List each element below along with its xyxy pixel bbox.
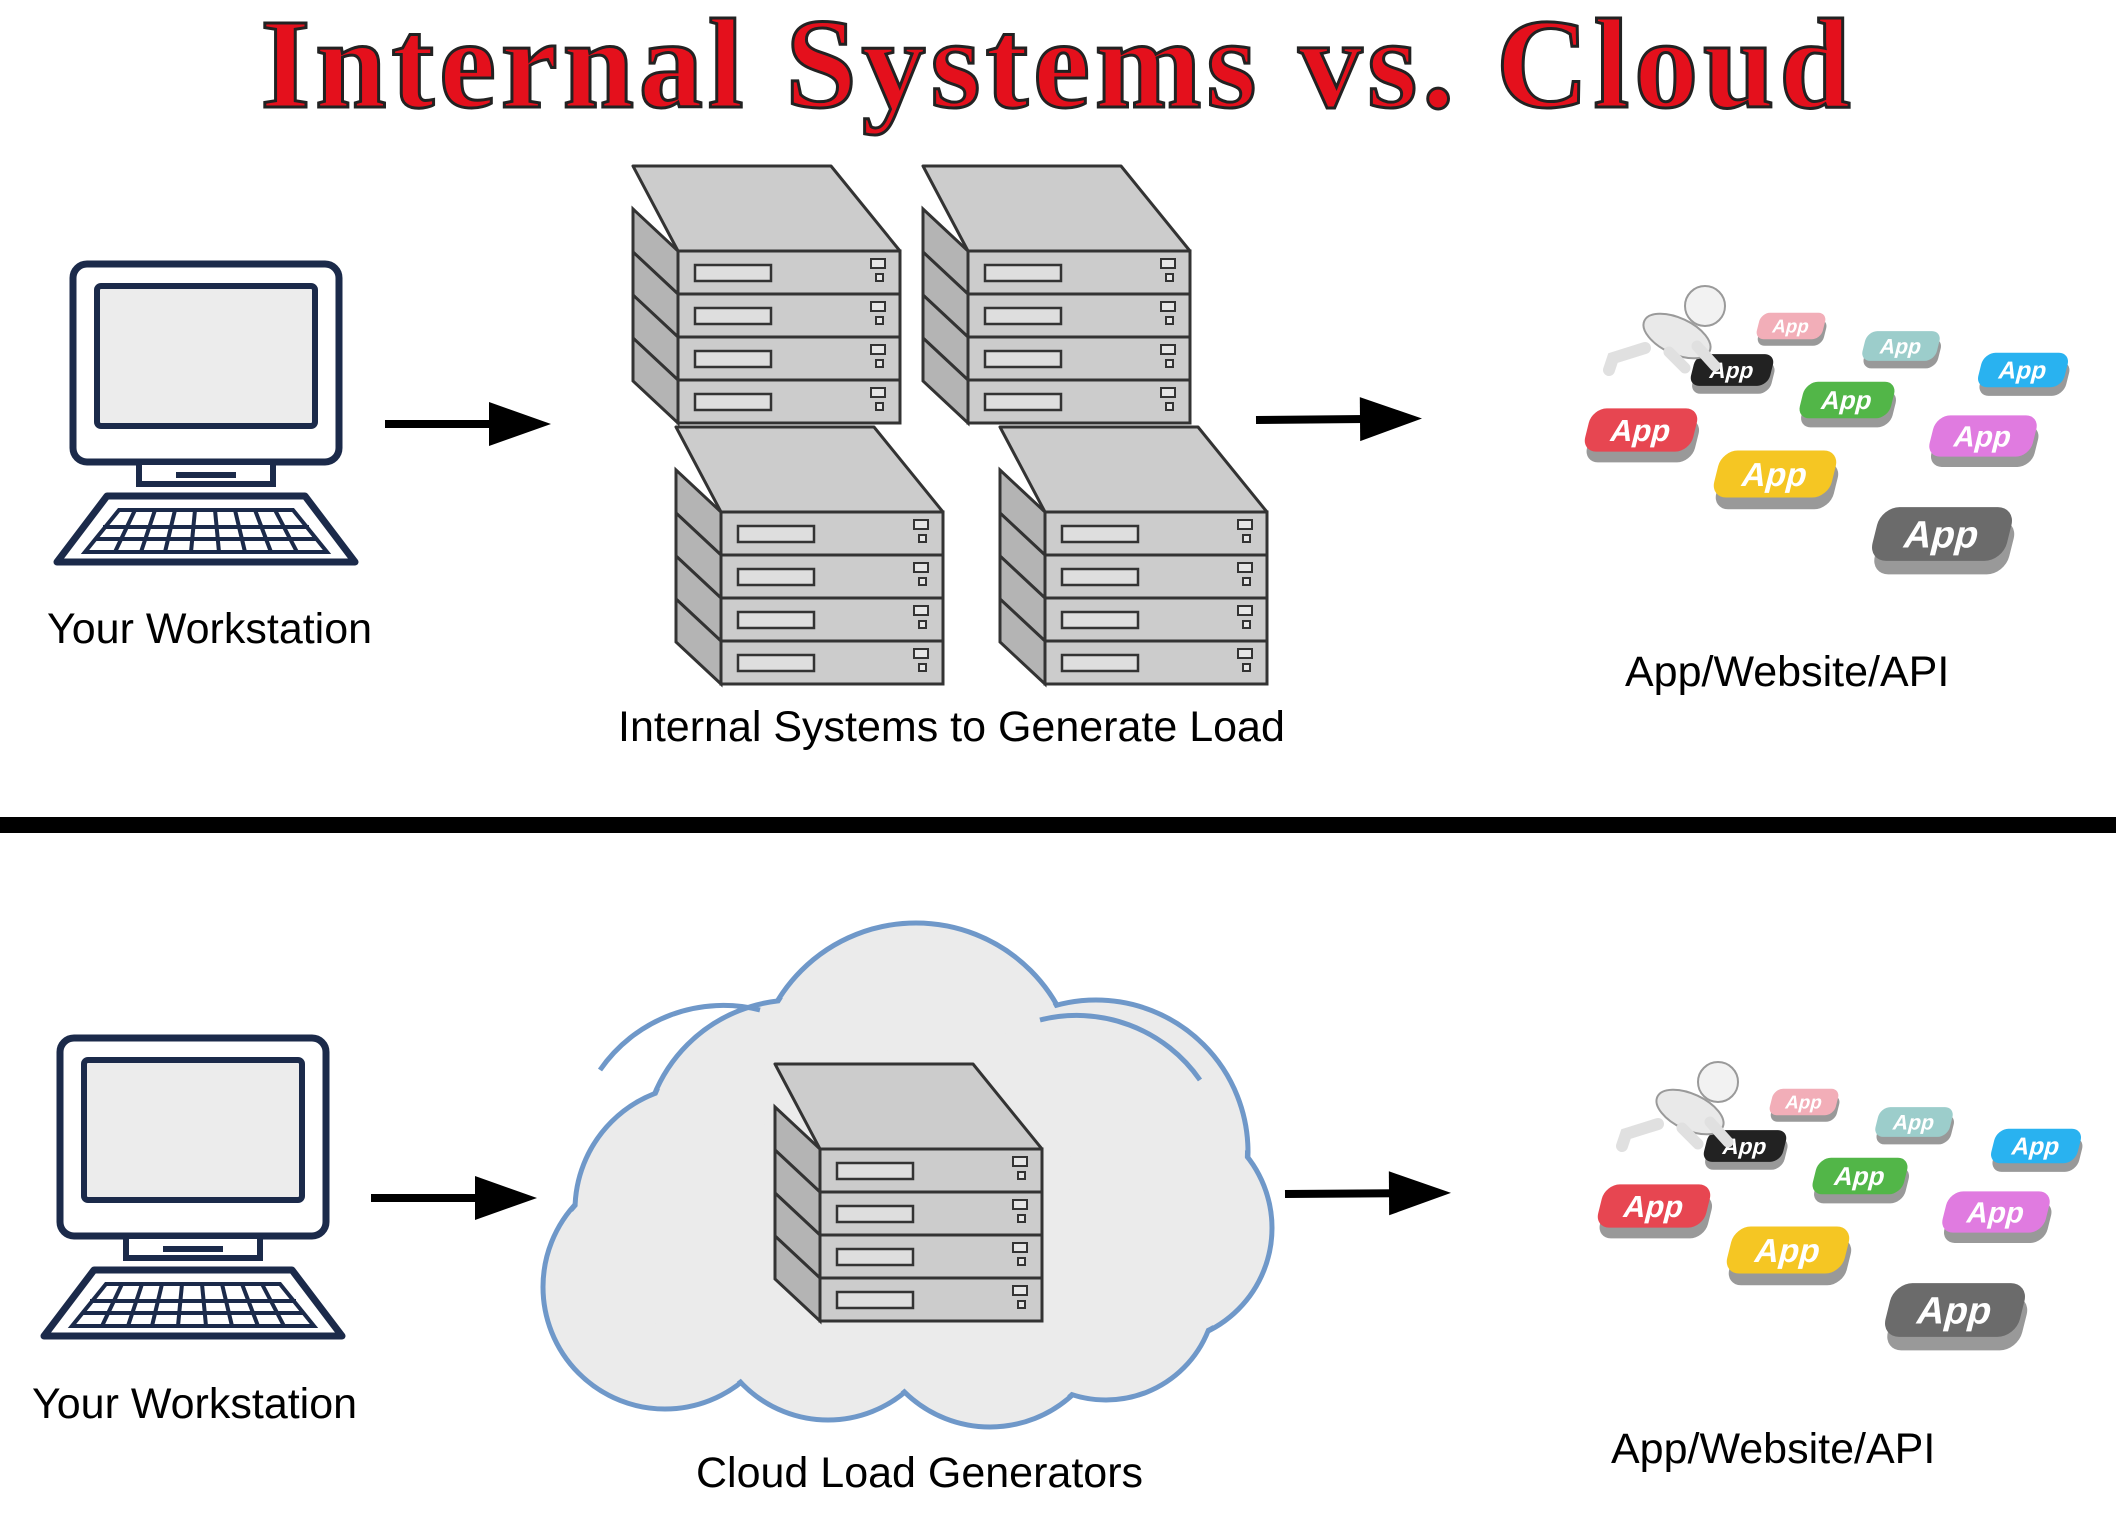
app-tile-label: App	[1783, 1093, 1824, 1114]
app-tile: App	[1699, 1130, 1792, 1170]
app-tile-label: App	[1912, 1290, 1997, 1332]
bottom-app-tiles-icon: App App App App App App App App App	[1591, 1061, 2088, 1351]
app-tile: App	[1807, 1157, 1914, 1204]
app-tile: App	[1871, 1107, 1959, 1145]
section-divider	[0, 817, 2116, 833]
top-server-stack-4	[1000, 427, 1267, 684]
diagram-title: Internal Systems vs. Cloud	[259, 0, 1856, 136]
app-tile: App	[1686, 354, 1779, 394]
app-tile-label: App	[1950, 421, 2015, 453]
app-tile: App	[1720, 1226, 1858, 1286]
app-tile-label: App	[1751, 1232, 1825, 1269]
bottom-servers-label: Cloud Load Generators	[696, 1449, 1144, 1497]
app-tile-label: App	[1770, 317, 1811, 338]
top-app-tiles-icon: App App App App App App App App App	[1578, 285, 2075, 575]
bottom-arrow-1	[371, 1176, 537, 1220]
app-tile-label: App	[1607, 413, 1675, 447]
app-tile: App	[1986, 1128, 2088, 1172]
cloud-server-stack	[775, 1064, 1042, 1321]
app-tile: App	[1794, 381, 1901, 428]
app-tile-label: App	[1738, 456, 1812, 493]
top-workstation-icon	[57, 264, 355, 562]
app-tile: App	[1766, 1088, 1844, 1122]
top-servers-label: Internal Systems to Generate Load	[618, 703, 1285, 751]
top-server-stack-1	[633, 166, 900, 423]
figure-icon	[1616, 1061, 1739, 1152]
app-tile-label: App	[1963, 1197, 2028, 1229]
app-tile: App	[1877, 1283, 2035, 1351]
top-target-label: App/Website/API	[1625, 648, 1950, 696]
app-tile: App	[1753, 312, 1831, 346]
bottom-target-label: App/Website/API	[1611, 1425, 1936, 1473]
app-tile: App	[1858, 331, 1946, 369]
bottom-workstation-icon	[44, 1038, 342, 1336]
figure-icon	[1603, 285, 1726, 376]
app-tile: App	[1973, 352, 2075, 396]
app-tile-label: App	[1620, 1189, 1688, 1223]
top-server-stack-3	[676, 427, 943, 684]
app-tile-label: App	[1899, 514, 1984, 556]
app-tile: App	[1923, 415, 2045, 467]
app-tile: App	[1936, 1191, 2058, 1243]
app-tile: App	[1591, 1184, 1718, 1239]
bottom-workstation-label: Your Workstation	[32, 1380, 358, 1428]
top-server-stack-2	[923, 166, 1190, 423]
app-tile: App	[1707, 450, 1845, 510]
app-tile: App	[1864, 507, 2022, 575]
app-tile-label: App	[1831, 1161, 1889, 1191]
top-arrow-2	[1256, 397, 1422, 442]
top-arrow-1	[385, 402, 551, 446]
app-tile-label: App	[1818, 385, 1876, 415]
app-tile-label: App	[1877, 335, 1924, 359]
app-tile-label: App	[1996, 358, 2050, 385]
bottom-arrow-2	[1285, 1171, 1451, 1216]
app-tile-label: App	[1890, 1111, 1937, 1135]
app-tile-label: App	[2009, 1134, 2063, 1161]
top-workstation-label: Your Workstation	[47, 605, 373, 653]
app-tile: App	[1578, 408, 1705, 463]
